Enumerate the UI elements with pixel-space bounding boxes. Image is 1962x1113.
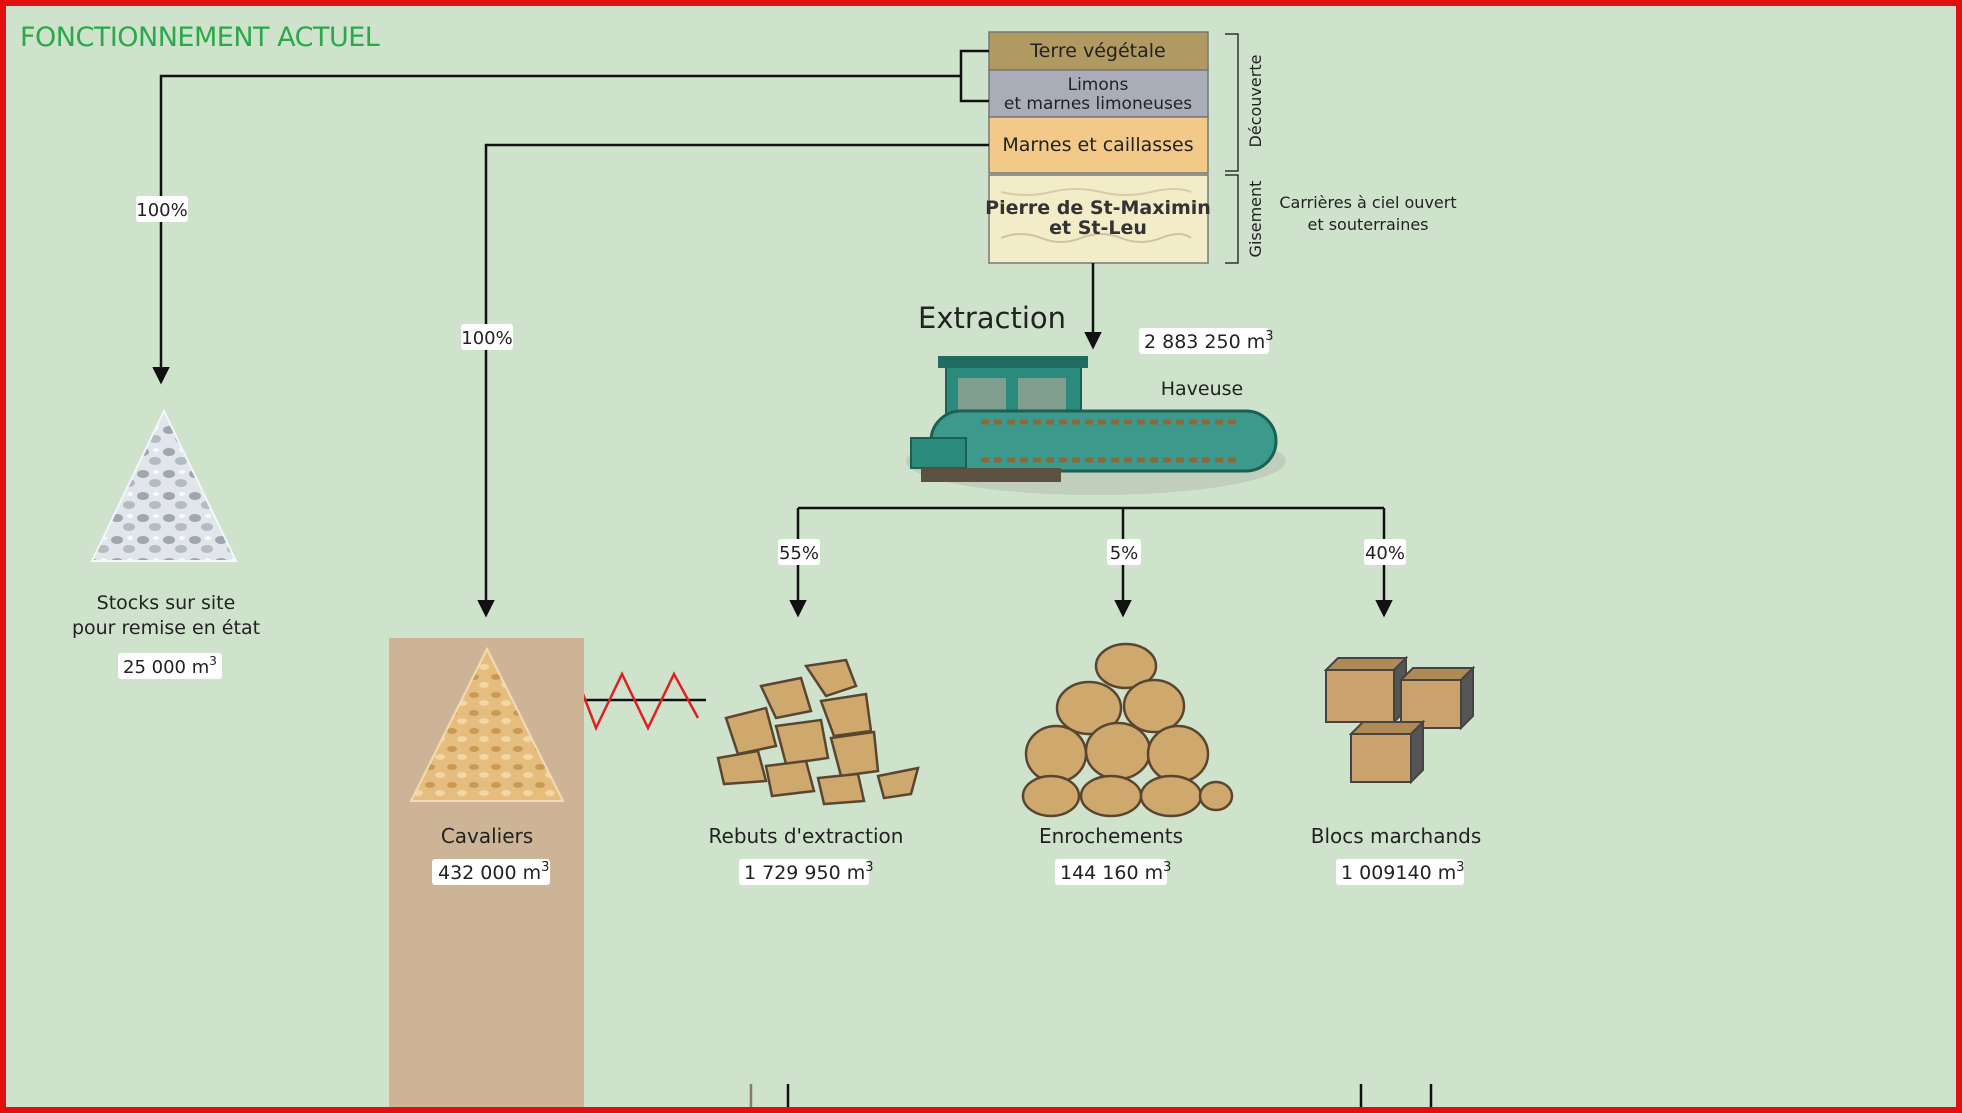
badge-bg-rebuts [778,539,820,565]
stratum-pierre-label-1: Pierre de St-Maximin [985,197,1211,219]
percent-cavaliers: 100% [461,328,512,349]
machine-label: Haveuse [1161,378,1244,400]
enrochements-volume: 144 160 m3 [1060,860,1171,884]
enrochements-pile-image [1021,642,1234,818]
badge-bg-stocks [136,196,188,222]
percent-stocks: 100% [136,200,187,221]
decouverte-label: Découverte [1246,55,1265,148]
flow-line-to-cavaliers [477,143,989,618]
rebuts-volume: 1 729 950 m3 [744,860,874,884]
diagram-title: FONCTIONNEMENT ACTUEL [20,22,380,53]
enrochements-volume-bg [1055,859,1167,885]
stratum-terre-vegetale-label: Terre végétale [1029,40,1165,62]
percent-rebuts: 55% [779,543,819,564]
cavaliers-label: Cavaliers [441,824,533,848]
stocks-label-2: pour remise en état [72,617,260,639]
strata-column: Terre végétale Limons et marnes limoneus… [985,31,1457,264]
cavaliers-pile-image [409,646,565,802]
stocks-pile-image [90,408,238,562]
enrochements-label: Enrochements [1039,824,1183,848]
badge-bg-blocs [1364,539,1406,565]
extraction-volume-bg [1139,328,1269,354]
stocks-volume: 25 000 m3 [123,654,217,678]
stratum-marnes-label: Marnes et caillasses [1002,134,1193,156]
gisement-bracket [1225,174,1239,264]
rebuts-pile-image [716,658,920,806]
blocs-volume-bg [1336,859,1464,885]
stratum-marnes [988,116,1209,174]
blocs-volume: 1 009140 m3 [1341,860,1465,884]
percent-enrochements: 5% [1110,543,1139,564]
stratum-terre-vegetale [988,31,1209,71]
decouverte-bracket [1225,33,1239,172]
broken-link-zigzag [576,671,700,732]
percent-blocs: 40% [1365,543,1405,564]
flow-diagram: FONCTIONNEMENT ACTUEL Terre végétale Lim… [20,22,1482,1107]
badge-bg-cavaliers [461,324,513,350]
carrieres-label-1: Carrières à ciel ouvert [1279,193,1456,212]
gisement-label: Gisement [1246,181,1265,258]
badge-bg-enrochements [1107,539,1141,565]
blocs-image [1323,655,1476,785]
stocks-label-1: Stocks sur site [97,592,236,614]
rebuts-volume-bg [739,859,869,885]
flow-line-to-stocks [152,74,961,385]
flow-line-decouverte-bracket [959,49,989,103]
rebuts-label: Rebuts d'extraction [709,824,904,848]
cavaliers-volume: 432 000 m3 [438,860,549,884]
stratum-pierre-label-2: et St-Leu [1049,217,1147,239]
haveuse-machine-image [906,356,1286,495]
stocks-volume-bg [118,653,222,679]
stratum-limons-label-1: Limons [1068,75,1129,95]
blocs-label: Blocs marchands [1311,824,1482,848]
extraction-volume: 2 883 250 m3 [1144,329,1274,353]
carrieres-label-2: et souterraines [1307,215,1428,234]
cavaliers-volume-bg [432,859,550,885]
extraction-label: Extraction [918,301,1066,335]
stratum-limons [988,69,1209,118]
stratum-limons-label-2: et marnes limoneuses [1004,94,1192,114]
